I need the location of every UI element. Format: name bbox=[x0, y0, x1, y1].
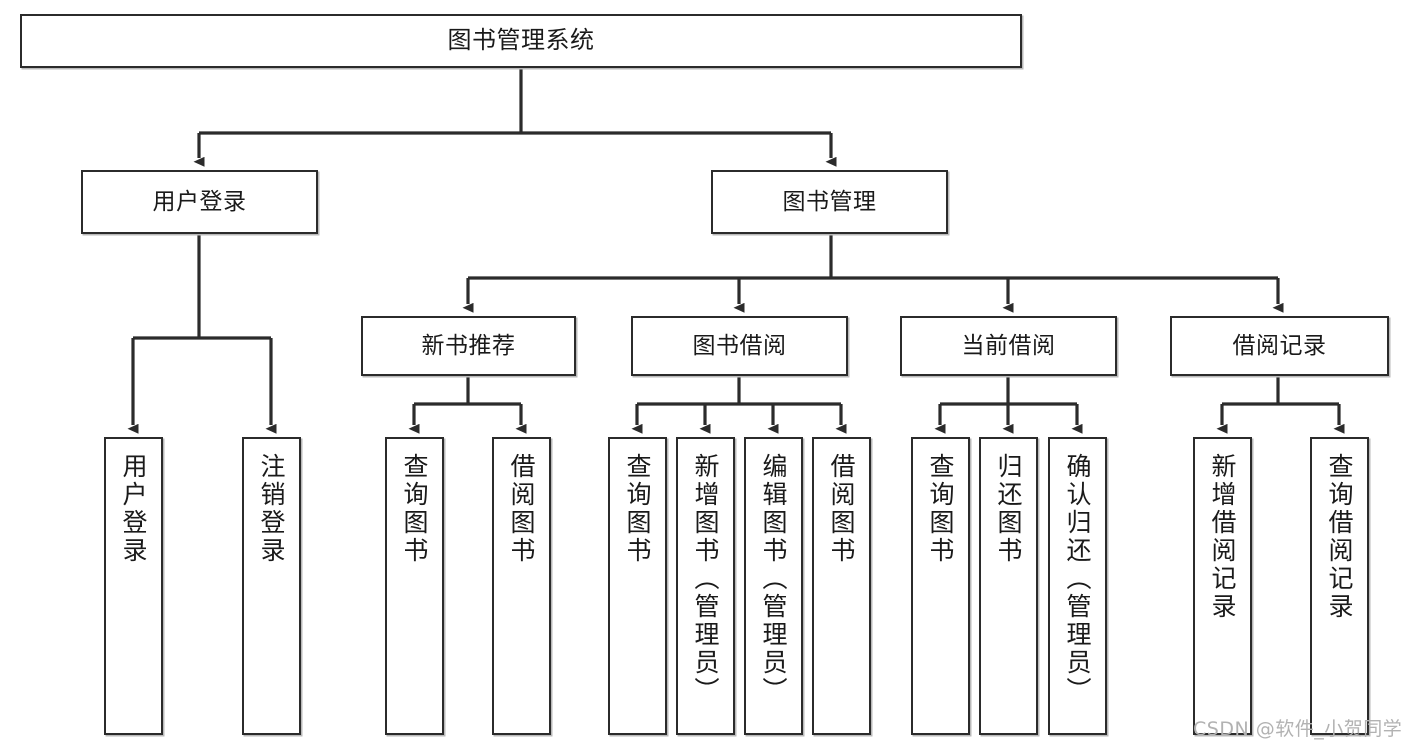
node-label: 查询图书 bbox=[400, 453, 429, 565]
node-label: 当前借阅 bbox=[961, 332, 1056, 359]
node-root-system[interactable]: 图书管理系统 bbox=[20, 14, 1022, 68]
leaf-add-borrow-record[interactable]: 新增借阅记录 bbox=[1193, 437, 1252, 735]
node-label: 查询借阅记录 bbox=[1325, 453, 1354, 621]
node-book-borrow[interactable]: 图书借阅 bbox=[631, 316, 848, 376]
leaf-add-book-admin[interactable]: 新增图书（管理员） bbox=[676, 437, 735, 735]
leaf-return-book[interactable]: 归还图书 bbox=[979, 437, 1038, 735]
node-label: 归还图书 bbox=[994, 453, 1023, 565]
node-label: 图书借阅 bbox=[692, 332, 787, 359]
leaf-query-book-recommend[interactable]: 查询图书 bbox=[385, 437, 444, 735]
leaf-query-book-borrow[interactable]: 查询图书 bbox=[608, 437, 667, 735]
leaf-confirm-return-admin[interactable]: 确认归还（管理员） bbox=[1048, 437, 1107, 735]
node-label: 新增借阅记录 bbox=[1208, 453, 1237, 621]
node-current-borrow[interactable]: 当前借阅 bbox=[900, 316, 1117, 376]
node-label: 查询图书 bbox=[926, 453, 955, 565]
node-book-management[interactable]: 图书管理 bbox=[711, 170, 948, 234]
node-user-login[interactable]: 用户登录 bbox=[81, 170, 318, 234]
leaf-query-borrow-record[interactable]: 查询借阅记录 bbox=[1310, 437, 1369, 735]
leaf-query-book-current[interactable]: 查询图书 bbox=[911, 437, 970, 735]
node-label: 新书推荐 bbox=[421, 332, 516, 359]
node-label: 借阅图书 bbox=[507, 453, 536, 565]
node-label: 借阅记录 bbox=[1232, 332, 1327, 359]
node-label: 用户登录 bbox=[152, 188, 247, 215]
node-label: 图书管理 bbox=[782, 188, 877, 215]
leaf-logout[interactable]: 注销登录 bbox=[242, 437, 301, 735]
node-label: 借阅图书 bbox=[827, 453, 856, 565]
node-borrow-record[interactable]: 借阅记录 bbox=[1170, 316, 1389, 376]
node-label: 新增图书（管理员） bbox=[691, 453, 720, 705]
node-label: 确认归还（管理员） bbox=[1063, 453, 1092, 705]
node-label: 图书管理系统 bbox=[447, 26, 595, 55]
node-label: 用户登录 bbox=[119, 453, 148, 565]
node-label: 注销登录 bbox=[257, 453, 286, 565]
watermark-text: CSDN @软件_小贺同学 bbox=[1193, 718, 1403, 740]
node-label: 查询图书 bbox=[623, 453, 652, 565]
leaf-borrow-book[interactable]: 借阅图书 bbox=[812, 437, 871, 735]
node-new-book-recommend[interactable]: 新书推荐 bbox=[361, 316, 576, 376]
node-label: 编辑图书（管理员） bbox=[759, 453, 788, 705]
leaf-edit-book-admin[interactable]: 编辑图书（管理员） bbox=[744, 437, 803, 735]
csdn-watermark: CSDN @软件_小贺同学 bbox=[1193, 714, 1402, 741]
leaf-borrow-book-recommend[interactable]: 借阅图书 bbox=[492, 437, 551, 735]
leaf-user-login[interactable]: 用户登录 bbox=[104, 437, 163, 735]
